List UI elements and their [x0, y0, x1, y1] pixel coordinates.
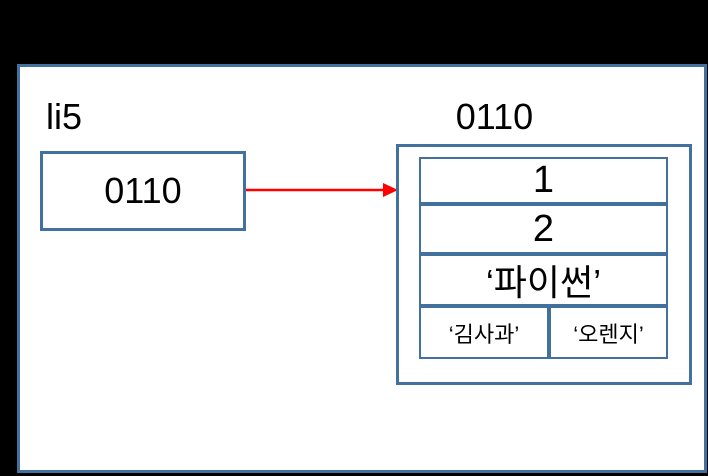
nested-list-item-cell: ‘오렌지’ — [549, 306, 668, 359]
list-item-text: 2 — [532, 207, 555, 250]
list-item-text: ‘파이썬’ — [485, 262, 602, 303]
variable-name-label: li5 — [46, 96, 83, 137]
list-item-row: 1 — [419, 157, 668, 204]
nested-list-item-cell: ‘김사과’ — [419, 306, 549, 359]
nested-list-item-text: ‘오렌지’ — [573, 321, 644, 347]
reference-arrow-icon — [246, 183, 398, 197]
list-item-row: 2 — [419, 204, 668, 254]
variable-value-text: 0110 — [104, 170, 182, 211]
list-address-label: 0110 — [455, 96, 534, 137]
list-item-text: 1 — [532, 159, 555, 201]
variable-value-box: 0110 — [40, 151, 246, 231]
list-item-row: ‘파이썬’ — [419, 254, 668, 306]
nested-list-item-text: ‘김사과’ — [448, 321, 520, 347]
